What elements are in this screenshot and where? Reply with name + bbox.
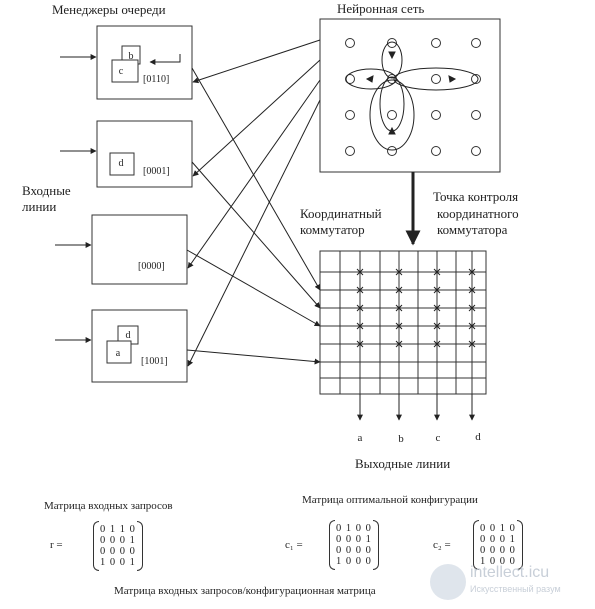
optimal-config-matrix-title: Матрица оптимальной конфигурации [302, 494, 478, 506]
output-lines-label: Выходные линии [355, 456, 451, 471]
queue-code-3: [0000] [138, 261, 165, 272]
packet-c-label: c [119, 66, 124, 77]
crossbar-label-1: Координатный [300, 206, 382, 221]
output-label-c: c [436, 432, 441, 444]
queue-code-1: [0110] [143, 74, 170, 85]
crossbar-grid [319, 250, 487, 395]
packet-feed-arrow [149, 54, 181, 65]
matrix-c1-label: c₁ = [285, 539, 303, 551]
packet-a-4 [106, 340, 132, 364]
matrix-c2: 0 0 1 0 0 0 0 1 0 0 0 0 1 0 0 0 [473, 520, 523, 570]
neural-net-title: Нейронная сеть [337, 1, 425, 16]
packet-d4-label: d [126, 330, 131, 341]
watermark-line-2: Искусственный разум [470, 584, 561, 594]
packet-b-label: b [129, 51, 134, 62]
output-label-a: a [358, 432, 363, 444]
matrix-c2-label: c₂ = [433, 539, 451, 551]
control-point-label-1: Точка контроля [433, 189, 519, 204]
matrix-r: 0 1 1 0 0 0 0 1 0 0 0 0 1 0 0 1 [93, 521, 143, 571]
queue-managers-title: Менеджеры очереди [52, 2, 166, 17]
queue-code-4: [1001] [141, 356, 168, 367]
matrix-r-label: r = [50, 539, 63, 551]
control-point-label-3: коммутатора [437, 222, 508, 237]
bottom-caption: Матрица входных запросов/конфигурационна… [114, 585, 376, 597]
queue-code-2: [0001] [143, 166, 170, 177]
neural-to-queue-lines [187, 39, 321, 367]
output-label-d: d [475, 431, 481, 443]
queue-box-4 [91, 309, 188, 383]
watermark-line-1: intellect.icu [470, 564, 550, 581]
packet-a4-label: a [116, 348, 121, 359]
packet-d2-label: d [119, 158, 124, 169]
watermark-logo-icon [430, 564, 466, 600]
neuron-connections [345, 41, 479, 151]
matrix-c1: 0 1 0 0 0 0 0 1 0 0 0 0 1 0 0 0 [329, 520, 379, 570]
packet-c [111, 59, 139, 83]
packet-d-2 [109, 152, 135, 176]
input-request-matrix-title: Матрица входных запросов [44, 500, 173, 512]
crossbar-label-2: коммутатор [300, 222, 365, 237]
queue-box-3 [91, 214, 188, 285]
output-label-b: b [398, 433, 404, 445]
queue-to-crossbar-lines [186, 67, 321, 365]
input-lines-label-2: линии [22, 199, 57, 214]
control-point-label-2: координатного [437, 206, 519, 221]
input-lines-label-1: Входные [22, 183, 71, 198]
watermark: intellect.icu Искусственный разум [430, 562, 590, 602]
crossbar-crosspoints [356, 268, 476, 348]
